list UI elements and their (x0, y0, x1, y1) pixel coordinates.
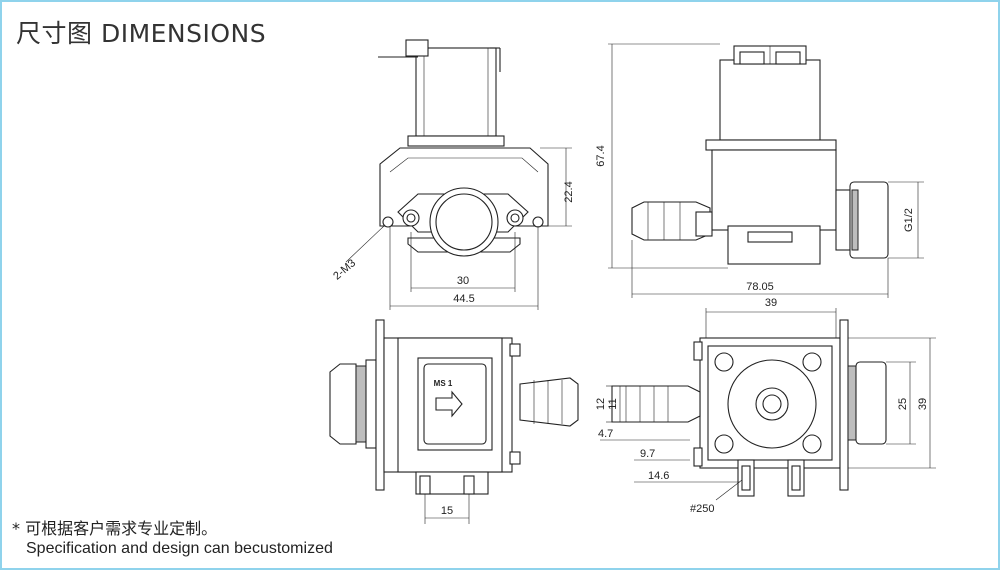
dim-end-9-7: 9.7 (640, 448, 655, 460)
dim-end-12: 12 (595, 398, 607, 410)
dim-end-terminal: #250 (690, 503, 714, 515)
top-view (329, 319, 579, 524)
side-view (608, 43, 924, 298)
dim-front-width: 44.5 (453, 293, 474, 305)
footer-note-cn: * 可根据客户需求专业定制。 (12, 519, 218, 538)
dim-end-39: 39 (917, 398, 929, 410)
dim-front-height: 22.4 (563, 181, 575, 202)
end-view (600, 308, 936, 501)
dim-side-thread: G1/2 (903, 208, 915, 232)
page-title: 尺寸图 DIMENSIONS (16, 19, 267, 48)
dim-end-width: 39 (765, 297, 777, 309)
dim-front-hole-span: 30 (457, 275, 469, 287)
front-view (345, 39, 572, 310)
dim-side-height: 67.4 (595, 145, 607, 166)
dim-end-11: 11 (607, 398, 619, 409)
dim-top-terminal-span: 15 (441, 505, 453, 517)
dim-side-length: 78.05 (746, 281, 774, 293)
dim-end-14-6: 14.6 (648, 470, 669, 482)
dim-front-thread: 2-M3 (331, 257, 358, 282)
dim-end-4-7: 4.7 (598, 428, 613, 440)
top-view-label: MS 1 (434, 379, 453, 388)
footer-note-en: Specification and design can becustomize… (26, 540, 333, 557)
dim-end-25: 25 (897, 398, 909, 410)
